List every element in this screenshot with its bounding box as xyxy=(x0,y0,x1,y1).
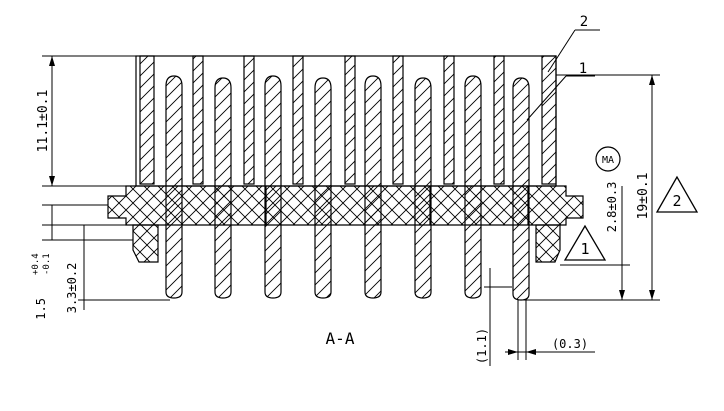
dim-1-1-label: (1.1) xyxy=(475,328,489,364)
triangle-2-outline xyxy=(655,175,699,213)
dimension-lines xyxy=(42,29,660,366)
dim-3-3-label: 3.3±0.2 xyxy=(65,263,79,314)
housing-wall-6 xyxy=(392,55,404,185)
dim-1-5-label: 1.5 xyxy=(34,298,48,320)
housing-wall-1 xyxy=(139,55,155,185)
housing-wall-7 xyxy=(443,55,455,185)
dim-2-8-label: 2.8±0.3 xyxy=(605,182,619,233)
arrow-19-bottom xyxy=(649,290,655,300)
arrow-19-top xyxy=(649,75,655,85)
ma-label: MA xyxy=(602,155,614,166)
view-label: A-A xyxy=(326,329,355,348)
ma-symbol: MA xyxy=(595,146,621,172)
annotations: 11.1±0.1 1.5 +0.4 -0.1 3.3±0.2 2.8±0.3 1… xyxy=(31,14,651,364)
housing-upper xyxy=(135,55,557,187)
arrow-11-1-top xyxy=(49,56,55,66)
dim-11-1-label: 11.1±0.1 xyxy=(36,90,51,153)
dim-1-5-tol-upper: +0.4 xyxy=(31,253,41,275)
triangle-1-label: 1 xyxy=(580,240,589,258)
callout-2-label: 2 xyxy=(580,14,588,30)
housing-wall-3 xyxy=(243,55,255,185)
triangle-marker-2: 2 xyxy=(655,175,699,213)
arrow-0-3-right xyxy=(526,349,536,355)
triangle-2-label: 2 xyxy=(672,192,681,210)
pin-1 xyxy=(165,75,183,299)
pin-3 xyxy=(264,75,282,299)
callout-1-label: 1 xyxy=(579,61,587,77)
pin-2 xyxy=(214,77,232,299)
arrow-11-1-bottom xyxy=(49,176,55,186)
housing-wall-2 xyxy=(192,55,204,185)
leader-line-1 xyxy=(526,75,567,121)
ma-circle xyxy=(595,146,621,172)
triangle-1-outline xyxy=(563,224,607,261)
arrowheads xyxy=(49,56,655,355)
dim-0-3-label: (0.3) xyxy=(552,337,588,351)
arrow-0-3-left xyxy=(508,349,518,355)
housing-wall-4 xyxy=(292,55,304,185)
housing-wall-9 xyxy=(541,55,557,185)
dim-1-5-tol-lower: -0.1 xyxy=(42,253,52,275)
triangle-marker-1: 1 xyxy=(563,224,607,261)
dim-19-label: 19±0.1 xyxy=(636,173,651,220)
standoff-peg-left xyxy=(132,224,159,263)
leader-line-2 xyxy=(547,29,576,73)
pins-group xyxy=(165,75,530,301)
pin-7 xyxy=(464,75,482,299)
housing-wall-8 xyxy=(493,55,505,185)
pin-6 xyxy=(414,77,432,299)
standoff-peg-right xyxy=(535,224,561,263)
pin-5 xyxy=(364,75,382,299)
housing-wall-5 xyxy=(344,55,356,185)
pin-4 xyxy=(314,77,332,299)
arrow-2-8-bottom xyxy=(619,290,625,300)
pin-8 xyxy=(512,77,530,301)
